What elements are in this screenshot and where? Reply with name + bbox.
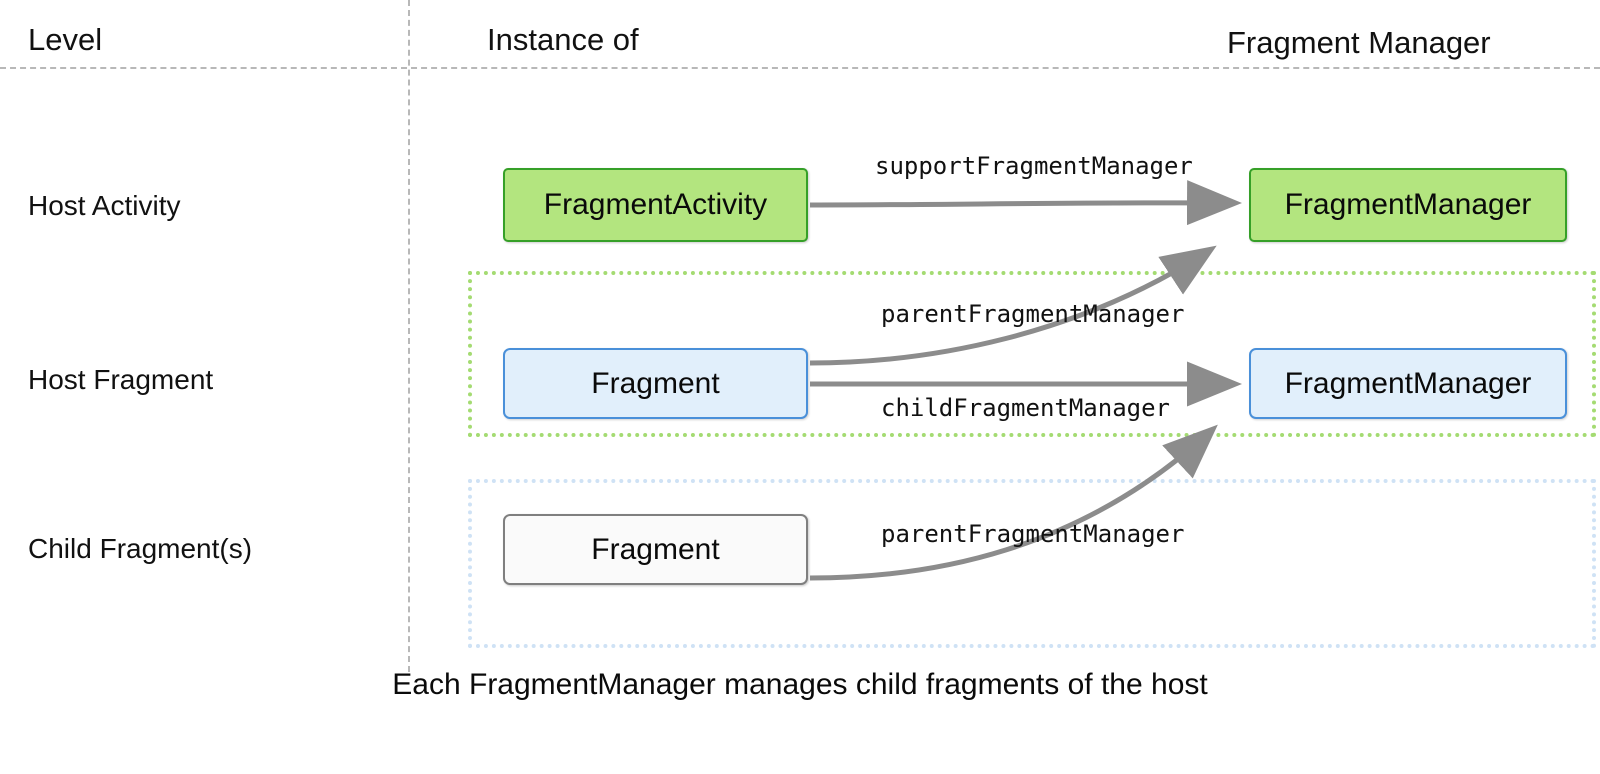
node-fragment-manager-activity[interactable]: FragmentManager xyxy=(1249,168,1567,242)
node-fragment-host[interactable]: Fragment xyxy=(503,348,808,419)
edge-support-fragment-manager xyxy=(809,180,1242,226)
column-header-fragment-manager: Fragment Manager xyxy=(1227,25,1491,60)
column-header-level: Level xyxy=(28,22,103,57)
row-label-host-activity: Host Activity xyxy=(28,190,181,221)
row-label-host-fragment: Host Fragment xyxy=(28,364,214,395)
row-label-child-fragment: Child Fragment(s) xyxy=(28,533,253,564)
header-divider-horizontal xyxy=(0,67,1600,69)
edge-label-parent-fragment-manager-host: parentFragmentManager xyxy=(881,300,1185,328)
node-fragment-manager-host[interactable]: FragmentManager xyxy=(1249,348,1567,419)
column-divider-vertical xyxy=(408,0,410,672)
diagram-caption: Each FragmentManager manages child fragm… xyxy=(392,668,1208,701)
node-fragment-child[interactable]: Fragment xyxy=(503,514,808,585)
edge-label-support-fragment-manager: supportFragmentManager xyxy=(875,152,1193,180)
edge-label-parent-fragment-manager-child: parentFragmentManager xyxy=(881,520,1185,548)
node-fragment-activity[interactable]: FragmentActivity xyxy=(503,168,808,242)
edge-label-child-fragment-manager: childFragmentManager xyxy=(881,394,1170,422)
column-header-instance-of: Instance of xyxy=(487,22,639,57)
